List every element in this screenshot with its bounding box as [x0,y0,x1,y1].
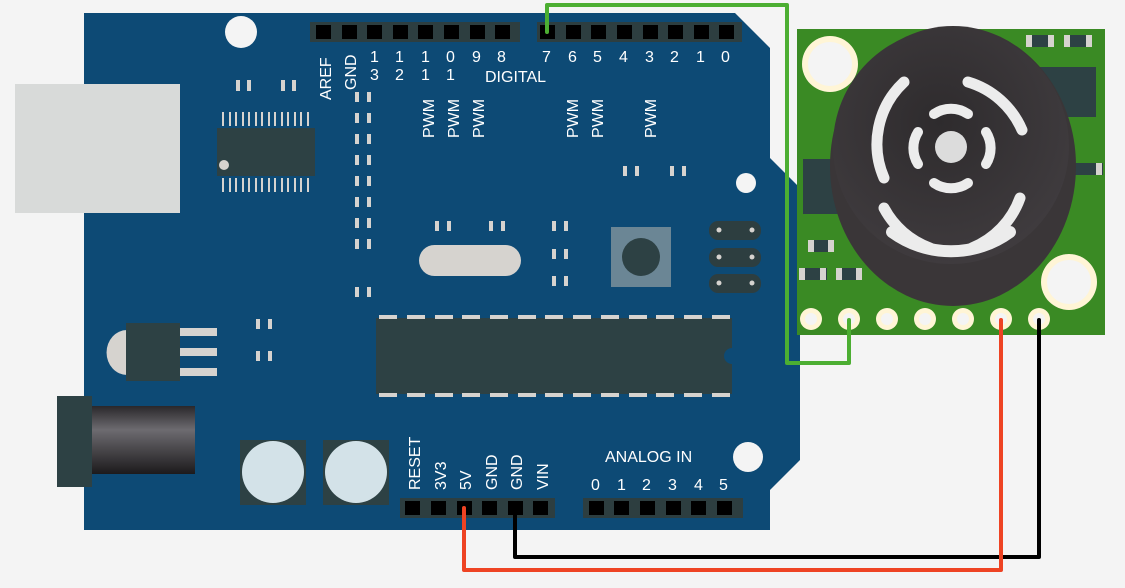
pwm-label-6: PWM [565,99,582,138]
pin-label-3v3: 3V3 [433,461,450,490]
icsp-header [709,221,761,293]
pin-label-10: 0 [446,49,455,66]
pin-label-7: 7 [542,49,551,66]
pwm-label-10: PWM [446,99,463,138]
mounting-hole [736,173,756,193]
pad-column [355,92,371,297]
analog-pin-3: 3 [668,477,677,494]
pin-label-aref: AREF [318,57,335,100]
smd-components [256,166,686,361]
pin-label-8: 8 [497,49,506,66]
pin-label-12: 1 [395,49,404,66]
pwm-label-5: PWM [590,99,607,138]
analog-pin-4: 4 [694,477,703,494]
pin-label-vin: VIN [535,463,552,490]
capacitors [240,440,389,505]
ultrasonic-transducer [830,26,1076,306]
pin-label-6: 6 [568,49,577,66]
analog-pin-1: 1 [617,477,626,494]
dc-power-jack [57,396,195,487]
wire-signal[interactable] [545,3,851,365]
digital-header-left [310,22,520,42]
crystal-oscillator [419,245,521,276]
smd-components [236,80,296,91]
pwm-label-3: PWM [643,99,660,138]
mounting-hole [733,442,763,472]
pin-label-11: 1 [421,49,430,66]
pin-label-12b: 2 [395,67,404,84]
pin-label-13b: 3 [370,67,379,84]
analog-header [583,498,743,518]
pin-label-5v: 5V [458,470,475,490]
microcontroller-chip [376,315,732,397]
pin-label-10b: 1 [446,67,455,84]
pin-label-reset: RESET [407,436,424,490]
pin-label-1: 1 [696,49,705,66]
analog-label: ANALOG IN [605,449,692,466]
pin-label-0: 0 [721,49,730,66]
pin-label-gnd1: GND [484,454,501,490]
wire-ground[interactable] [513,318,1041,559]
mounting-hole [225,16,257,48]
digital-label: DIGITAL [485,69,546,86]
analog-pin-5: 5 [719,477,728,494]
pin-label-13: 1 [370,49,379,66]
pwm-label-9: PWM [471,99,488,138]
usb-serial-chip [217,112,315,192]
voltage-regulator [106,323,217,381]
pin-label-11b: 1 [421,67,430,84]
pwm-label-11: PWM [421,99,438,138]
pin-label-gnd: GND [343,54,360,90]
pin-label-4: 4 [619,49,628,66]
reset-button[interactable] [611,227,671,287]
usb-connector [15,84,180,213]
pin-label-gnd2: GND [509,454,526,490]
pin-label-2: 2 [670,49,679,66]
wire-power[interactable] [462,318,1003,572]
analog-pin-2: 2 [642,477,651,494]
pin-label-3: 3 [645,49,654,66]
pin-label-9: 9 [472,49,481,66]
analog-pin-0: 0 [591,477,600,494]
power-header [400,498,555,518]
digital-header-right [537,22,742,42]
pin-label-5: 5 [593,49,602,66]
